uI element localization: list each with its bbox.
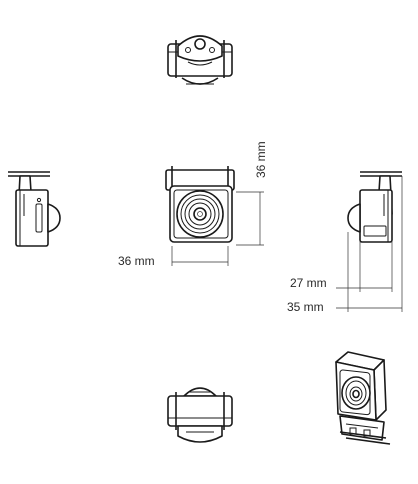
side-depth-body-label: 27 mm: [290, 276, 327, 290]
front-view: [165, 166, 264, 266]
left-side-view: [8, 171, 61, 247]
front-width-label: 36 mm: [118, 254, 155, 268]
top-view: [167, 35, 233, 85]
front-height-label: 36 mm: [254, 141, 268, 178]
right-side-view: [336, 171, 403, 312]
side-depth-total-label: 35 mm: [287, 300, 324, 314]
perspective-view: [335, 351, 391, 445]
bottom-view: [167, 387, 233, 443]
